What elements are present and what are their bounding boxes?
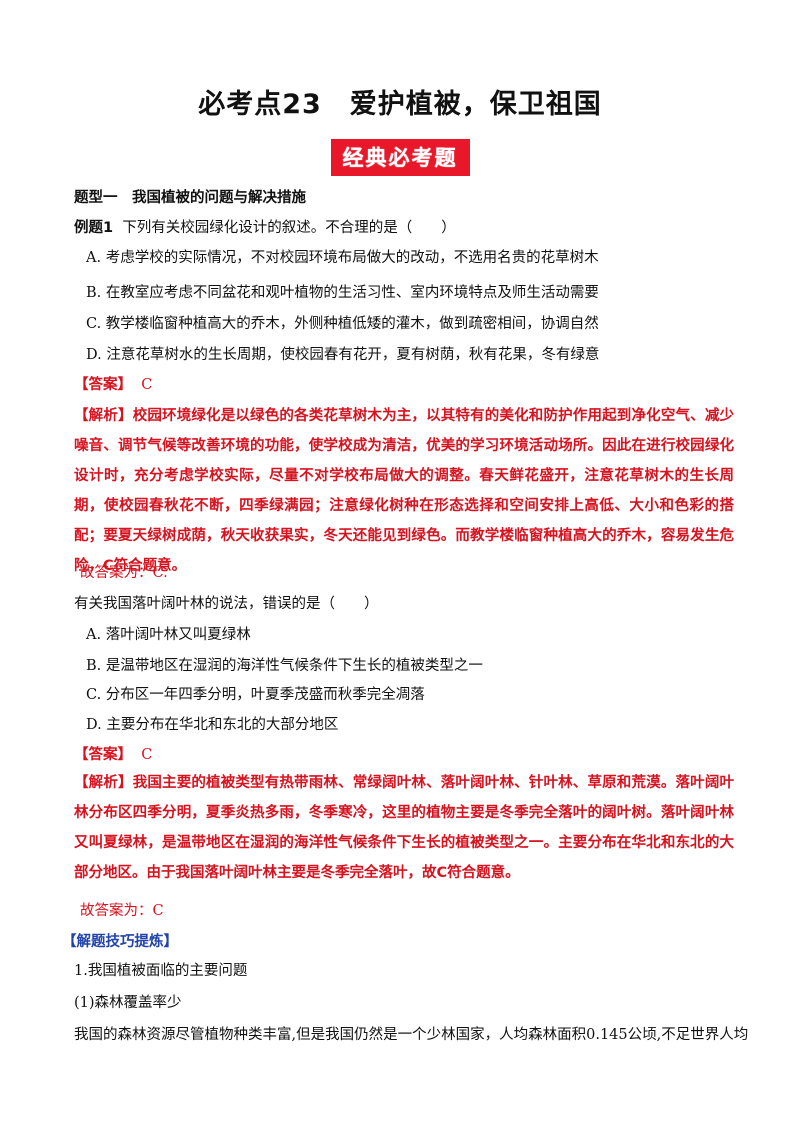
analysis-label: 【解析】 (74, 775, 133, 791)
option-c: C. 分布区一年四季分明，叶夏季茂盛而秋季完全凋落 (86, 687, 425, 703)
option-d: D. 注意花草树水的生长周期，使校园春有花开，夏有树荫，秋有花果，冬有绿意 (86, 347, 600, 363)
conclusion: 故答案为：C. (80, 565, 168, 581)
answer-value: C (141, 747, 153, 763)
tips-subheading: (1)森林覆盖率少 (74, 995, 182, 1011)
example1-question: 例题1 下列有关校园绿化设计的叙述。不合理的是（ ） (74, 218, 456, 238)
answer-label: 【答案】 (74, 747, 132, 763)
example2-question: 有关我国落叶阔叶林的说法，错误的是（ ） (74, 596, 379, 612)
analysis-block: 【解析】我国主要的植被类型有热带雨林、常绿阔叶林、落叶阔叶林、针叶林、草原和荒漠… (74, 768, 734, 888)
option-a: A. 考虑学校的实际情况，不对校园环境布局做大的改动，不选用名贵的花草树木 (86, 250, 599, 266)
analysis-block: 【解析】校园环境绿化是以绿色的各类花草树木为主，以其特有的美化和防护作用起到净化… (74, 401, 734, 581)
page-title: 必考点23 爱护植被，保卫祖国 (198, 89, 602, 120)
option-d: D. 主要分布在华北和东北的大部分地区 (86, 717, 339, 733)
tips-subheading: 1.我国植被面临的主要问题 (74, 963, 248, 979)
tips-heading: 【解题技巧提炼】 (62, 934, 178, 950)
option-b: B. 在教室应考虑不同盆花和观叶植物的生活习性、室内环境特点及师生活动需要 (86, 285, 599, 301)
analysis-label: 【解析】 (74, 408, 133, 424)
answer-label: 【答案】 (74, 377, 132, 393)
analysis-text: 我国主要的植被类型有热带雨林、常绿阔叶林、落叶阔叶林、针叶林、草原和荒漠。落叶阔… (74, 775, 735, 881)
tips-paragraph: 我国的森林资源尽管植物种类丰富,但是我国仍然是一个少林国家，人均森林面积0.14… (74, 1027, 749, 1043)
answer-value: C (141, 377, 153, 393)
analysis-text: 校园环境绿化是以绿色的各类花草树木为主，以其特有的美化和防护作用起到净化空气、减… (74, 408, 735, 574)
question-text: 下列有关校园绿化设计的叙述。不合理的是（ ） (122, 220, 456, 236)
section-heading: 题型一 我国植被的问题与解决措施 (74, 190, 306, 206)
option-b: B. 是温带地区在湿润的海洋性气候条件下生长的植被类型之一 (86, 658, 483, 674)
answer-line: 【答案】 C (74, 745, 152, 765)
example-label: 例题1 (74, 220, 114, 236)
option-a: A. 落叶阔叶林又叫夏绿林 (86, 627, 251, 643)
classic-badge: 经典必考题 (330, 139, 470, 176)
answer-line: 【答案】 C (74, 375, 152, 395)
option-c: C. 教学楼临窗种植高大的乔木，外侧种植低矮的灌木，做到疏密相间，协调自然 (86, 316, 599, 332)
conclusion: 故答案为：C (80, 903, 164, 919)
